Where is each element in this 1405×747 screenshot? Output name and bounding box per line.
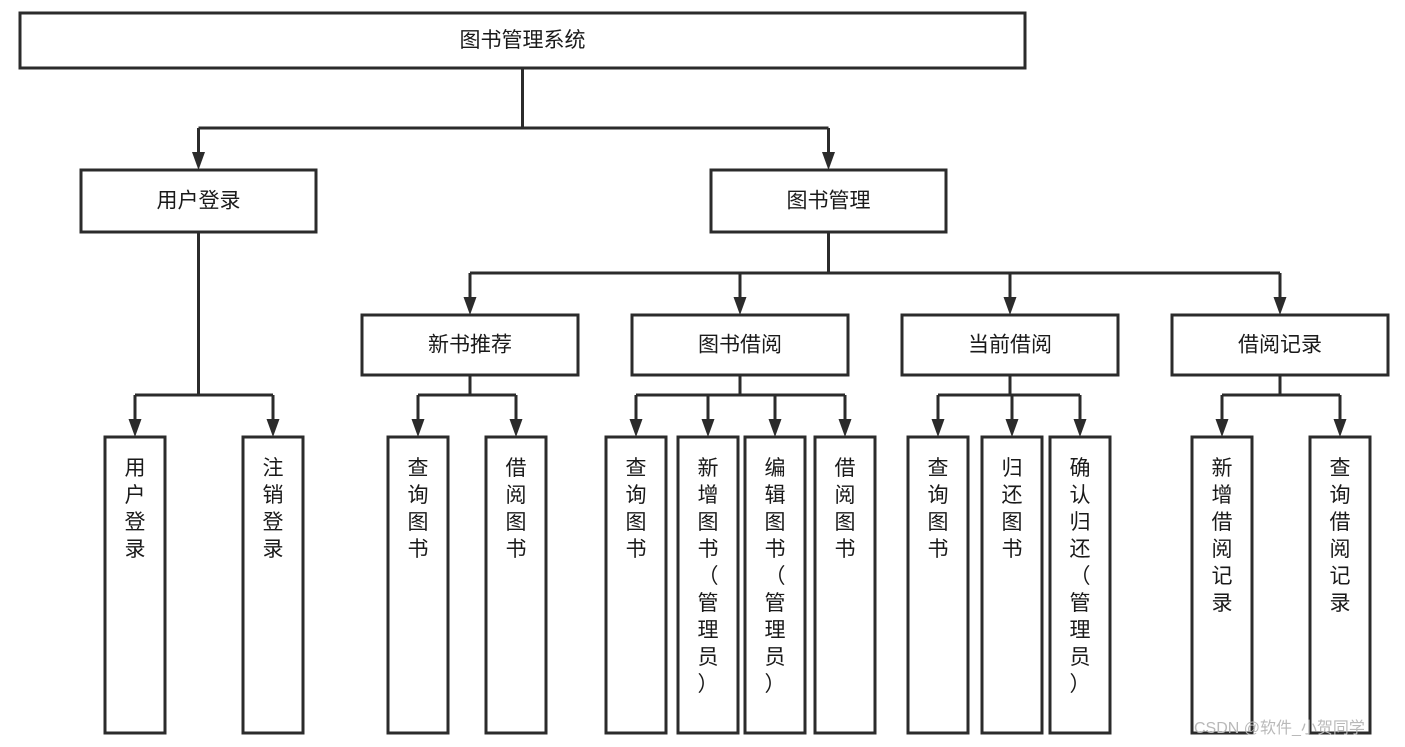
node-new-book-recommend[interactable]: 新书推荐 [360,313,580,377]
arrow-head-icon [1333,419,1347,437]
node-box-leaf-return-book [980,435,1044,735]
connector-group-user-login [128,232,280,437]
node-root[interactable]: 图书管理系统 [18,11,1027,70]
node-book-manage[interactable]: 图书管理 [709,168,948,234]
node-leaf-return-book[interactable]: 归还图书 [980,435,1044,735]
node-label-leaf-add-record: 新增借阅记录 [1212,457,1233,615]
arrow-head-icon [509,419,523,437]
node-label-leaf-user-login: 用户登录 [125,457,146,561]
node-box-leaf-add-record [1190,435,1254,735]
node-leaf-edit-book[interactable]: 编辑图书（管理员） [743,435,807,735]
node-box-leaf-edit-book [743,435,807,735]
connector-layer [128,68,1347,437]
node-book-borrow[interactable]: 图书借阅 [630,313,850,377]
node-leaf-borrow-book[interactable]: 借阅图书 [813,435,877,735]
arrow-head-icon [463,297,477,315]
arrow-head-icon [1003,297,1017,315]
node-leaf-query-book-cur[interactable]: 查询图书 [906,435,970,735]
node-leaf-user-login[interactable]: 用户登录 [103,435,167,735]
connector-group-book-borrow [629,375,852,437]
node-label-new-book-recommend: 新书推荐 [428,334,512,357]
arrow-head-icon [1215,419,1229,437]
node-label-leaf-borrow-book: 借阅图书 [835,457,856,561]
node-current-borrow[interactable]: 当前借阅 [900,313,1120,377]
node-box-leaf-confirm-return [1048,435,1112,735]
node-label-leaf-query-record: 查询借阅记录 [1330,457,1351,615]
node-leaf-borrow-book-rec[interactable]: 借阅图书 [484,435,548,735]
arrow-head-icon [1073,419,1087,437]
node-label-leaf-query-book-cur: 查询图书 [928,457,949,561]
node-leaf-query-book-borrow[interactable]: 查询图书 [604,435,668,735]
node-box-new-book-recommend [360,313,580,377]
node-box-leaf-query-book-borrow [604,435,668,735]
arrow-head-icon [266,419,280,437]
node-label-leaf-borrow-book-rec: 借阅图书 [506,457,527,561]
node-box-book-borrow [630,313,850,377]
node-label-book-borrow: 图书借阅 [698,334,782,357]
node-user-login[interactable]: 用户登录 [79,168,318,234]
node-leaf-query-record[interactable]: 查询借阅记录 [1308,435,1372,735]
arrow-head-icon [1273,297,1287,315]
node-leaf-add-book[interactable]: 新增图书（管理员） [676,435,740,735]
node-label-leaf-query-book-rec: 查询图书 [408,457,429,561]
node-box-leaf-user-logout [241,435,305,735]
arrow-head-icon [411,419,425,437]
node-layer: 图书管理系统用户登录图书管理新书推荐图书借阅当前借阅借阅记录用户登录注销登录查询… [18,11,1390,735]
node-box-leaf-borrow-book [813,435,877,735]
node-borrow-record[interactable]: 借阅记录 [1170,313,1390,377]
connector-group-borrow-record [1215,375,1347,437]
node-label-leaf-confirm-return: 确认归还（管理员） [1070,457,1091,696]
arrow-head-icon [822,152,835,170]
node-label-borrow-record: 借阅记录 [1238,334,1322,357]
arrow-head-icon [1005,419,1019,437]
node-leaf-add-record[interactable]: 新增借阅记录 [1190,435,1254,735]
node-label-book-manage: 图书管理 [787,190,871,213]
arrow-head-icon [768,419,782,437]
node-box-leaf-borrow-book-rec [484,435,548,735]
node-box-user-login [79,168,318,234]
node-box-leaf-query-book-cur [906,435,970,735]
node-leaf-user-logout[interactable]: 注销登录 [241,435,305,735]
arrow-head-icon [128,419,142,437]
node-label-root: 图书管理系统 [460,29,586,52]
node-label-leaf-user-logout: 注销登录 [263,457,284,561]
node-box-borrow-record [1170,313,1390,377]
arrow-head-icon [701,419,715,437]
arrow-head-icon [838,419,852,437]
node-label-current-borrow: 当前借阅 [968,334,1052,357]
node-box-leaf-query-record [1308,435,1372,735]
node-label-leaf-add-book: 新增图书（管理员） [698,457,719,696]
arrow-head-icon [931,419,945,437]
node-label-leaf-query-book-borrow: 查询图书 [626,457,647,561]
node-label-leaf-return-book: 归还图书 [1002,457,1023,561]
connector-group-root [192,68,835,170]
connector-group-new-book-recommend [411,375,523,437]
node-box-leaf-query-book-rec [386,435,450,735]
node-box-root [18,11,1027,70]
node-label-leaf-edit-book: 编辑图书（管理员） [765,457,786,696]
arrow-head-icon [192,152,205,170]
node-box-leaf-add-book [676,435,740,735]
node-label-user-login: 用户登录 [157,190,241,213]
node-box-current-borrow [900,313,1120,377]
node-box-leaf-user-login [103,435,167,735]
arrow-head-icon [733,297,747,315]
node-box-book-manage [709,168,948,234]
node-leaf-confirm-return[interactable]: 确认归还（管理员） [1048,435,1112,735]
connector-group-book-manage [463,232,1287,315]
connector-group-current-borrow [931,375,1087,437]
arrow-head-icon [629,419,643,437]
node-leaf-query-book-rec[interactable]: 查询图书 [386,435,450,735]
